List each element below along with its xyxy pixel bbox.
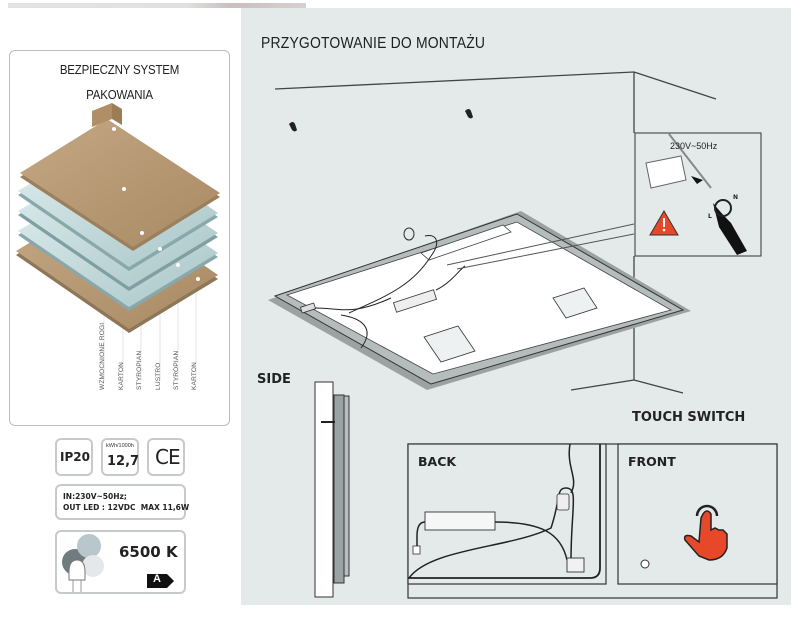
side-profile-illustration [314,381,350,598]
color-temperature: 6500 K [119,543,178,561]
energy-consumption-badge: kWh/1000h 12,7 [101,438,139,476]
layer-label-styrofoam-2: STYROPIAN [173,350,180,390]
terminal-l-label: L [708,213,712,220]
color-temperature-badge: 6500 K A [55,530,186,594]
wall-hook-icon [289,109,473,132]
back-label: BACK [418,454,457,469]
layer-label-cardboard: KARTON [118,361,125,390]
layer-label-cardboard-2: KARTON [191,361,198,390]
packaging-title-line2: PAKOWANIA [86,88,153,102]
power-input: IN:230V~50Hz; [63,492,127,501]
front-label: FRONT [628,454,676,469]
energy-class-arrow [147,574,174,588]
ce-mark: CE [155,445,181,469]
layer-label-reinforced-corners: WZMOCNIONE ROGI [99,322,106,390]
mirror-back-panel [268,211,691,390]
energy-class: A [153,573,161,585]
power-connection-inset [634,132,762,257]
side-label: SIDE [257,372,291,387]
energy-value: 12,7 [107,454,140,469]
power-spec-badge: IN:230V~50Hz; OUT LED : 12VDC MAX 11,6W [55,484,190,520]
ce-mark-badge: CE [147,438,185,476]
top-photo-strip [8,3,306,8]
touch-hand-icon [683,504,728,561]
packaging-title-line1: BEZPIECZNY SYSTEM [59,63,180,77]
installation-title: PRZYGOTOWANIE DO MONTAŻU [261,35,486,52]
installation-panel: PRZYGOTOWANIE DO MONTAŻU [241,8,791,605]
touch-switch-label: TOUCH SWITCH [632,410,746,425]
layer-cardboard-top [20,119,220,247]
touch-switch-panels [407,443,778,599]
energy-unit: kWh/1000h [106,443,134,449]
led-bulb-icon [62,534,174,592]
terminal-n-label: N [733,194,739,201]
arrow-icon [691,176,703,184]
packaging-info-box: BEZPIECZNY SYSTEM PAKOWANIA [9,50,230,426]
layer-label-mirror: LUSTRO [155,362,162,390]
packaging-layers-illustration [16,103,220,381]
corner-protector [92,103,112,127]
voltage-label: 230V~50Hz [670,141,718,151]
ip-rating-badge: IP20 [55,438,93,476]
installation-illustration [268,71,778,599]
power-output: OUT LED : 12VDC MAX 11,6W [63,503,190,512]
layer-label-styrofoam: STYROPIAN [136,350,143,390]
